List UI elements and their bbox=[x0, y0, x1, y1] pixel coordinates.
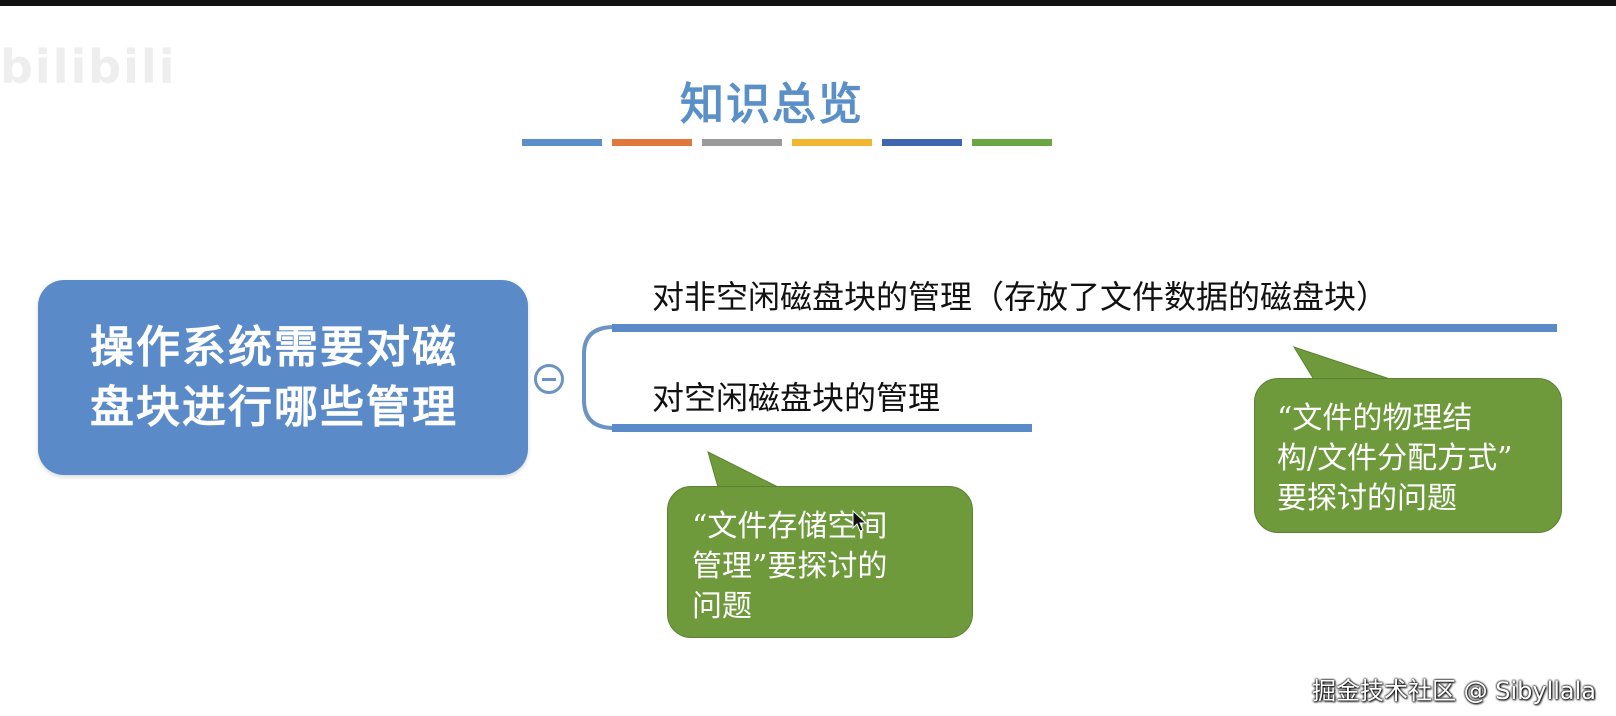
title-color-bars bbox=[522, 139, 1052, 146]
color-bar-3 bbox=[702, 139, 782, 146]
color-bar-4 bbox=[792, 139, 872, 146]
mindmap-root-node[interactable]: 操作系统需要对磁 盘块进行哪些管理 bbox=[38, 280, 528, 475]
branch-underline-1 bbox=[612, 324, 1557, 332]
root-node-line-2: 盘块进行哪些管理 bbox=[90, 382, 458, 433]
root-node-line-1: 操作系统需要对磁 bbox=[90, 322, 458, 373]
callout-1-line-1: “文件存储空间 bbox=[692, 509, 888, 544]
collapse-toggle-button[interactable] bbox=[534, 364, 564, 394]
callout-2-line-3: 要探讨的问题 bbox=[1277, 481, 1457, 516]
footer-watermark: 掘金技术社区 @ Sibyllala bbox=[1311, 677, 1596, 705]
mouse-cursor-icon bbox=[852, 510, 868, 532]
callout-1-line-2: 管理”要探讨的 bbox=[692, 549, 888, 584]
branch-connector bbox=[582, 325, 615, 430]
top-bar bbox=[0, 0, 1616, 6]
callout-physical-structure[interactable]: “文件的物理结 构/文件分配方式” 要探讨的问题 bbox=[1254, 378, 1562, 533]
color-bar-6 bbox=[972, 139, 1052, 146]
branch-underline-2 bbox=[612, 424, 1032, 432]
callout-free-space-management[interactable]: “文件存储空间 管理”要探讨的 问题 bbox=[667, 486, 973, 638]
callout-2-line-1: “文件的物理结 bbox=[1277, 401, 1473, 436]
color-bar-5 bbox=[882, 139, 962, 146]
branch-label-non-free-blocks[interactable]: 对非空闲磁盘块的管理（存放了文件数据的磁盘块） bbox=[652, 278, 1389, 316]
callout-2-line-2: 构/文件分配方式” bbox=[1277, 441, 1513, 476]
callout-1-line-3: 问题 bbox=[692, 589, 752, 624]
color-bar-1 bbox=[522, 139, 602, 146]
branch-label-free-blocks[interactable]: 对空闲磁盘块的管理 bbox=[652, 379, 941, 417]
slide-title: 知识总览 bbox=[680, 79, 864, 130]
bilibili-watermark-logo: bilibili bbox=[0, 40, 177, 94]
color-bar-2 bbox=[612, 139, 692, 146]
